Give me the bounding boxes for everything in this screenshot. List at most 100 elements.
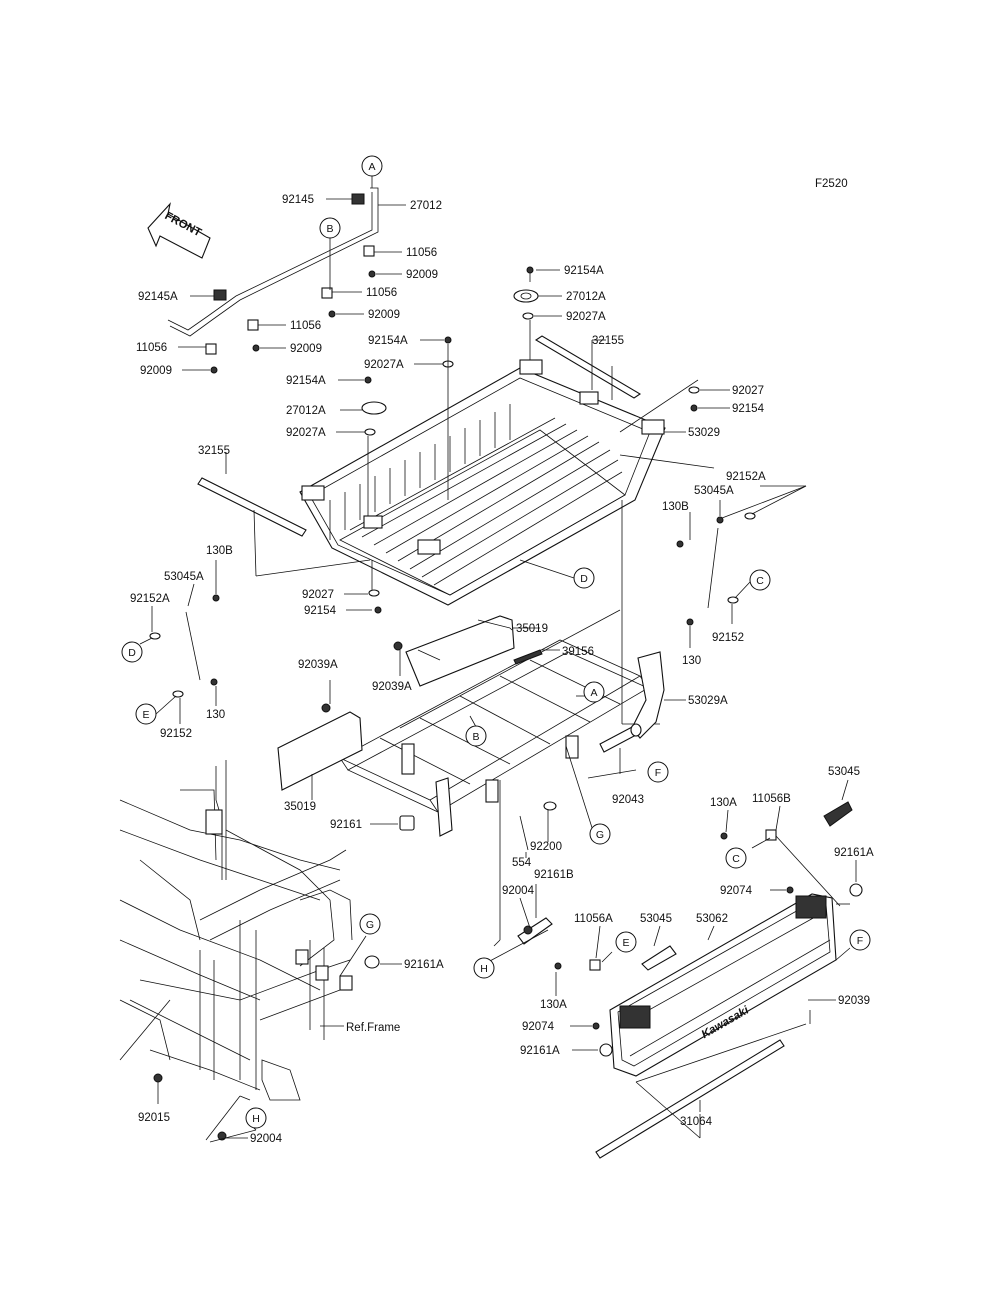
bar-32155-left bbox=[197, 477, 307, 537]
svg-text:E: E bbox=[622, 937, 629, 949]
part-label: 554 bbox=[512, 857, 532, 869]
svg-text:F: F bbox=[857, 935, 863, 947]
leaders-right-strap bbox=[689, 485, 807, 648]
diagram-code: F2520 bbox=[815, 178, 848, 190]
part-label: 130B bbox=[206, 545, 233, 557]
part-label: 92145A bbox=[138, 291, 178, 303]
part-label: 92152 bbox=[160, 728, 192, 740]
callout-A-top: A bbox=[361, 155, 383, 177]
clip-92145A-icon bbox=[213, 289, 227, 301]
callout-B-top: B bbox=[319, 217, 341, 239]
bar-32155-upper bbox=[534, 335, 642, 399]
callout-G-sub: G bbox=[589, 823, 611, 845]
part-label: 130 bbox=[682, 655, 701, 667]
strap-53045A-right bbox=[676, 512, 756, 626]
part-label: 92039A bbox=[372, 681, 412, 693]
part-label: 53029A bbox=[688, 695, 728, 707]
part-label: 92004 bbox=[250, 1133, 283, 1145]
part-label: 92043 bbox=[612, 794, 644, 806]
callout-B-sub: B bbox=[465, 725, 487, 747]
leaders-subframe bbox=[311, 619, 686, 963]
subframe-bed-support bbox=[339, 609, 649, 837]
part-label: 92154A bbox=[286, 375, 326, 387]
fasteners-subframe bbox=[321, 641, 557, 945]
svg-text:H: H bbox=[480, 963, 488, 975]
part-label: 11056 bbox=[366, 287, 397, 299]
svg-text:G: G bbox=[596, 829, 604, 841]
part-label: 92015 bbox=[138, 1112, 170, 1124]
part-label: 92039A bbox=[298, 659, 338, 671]
part-label: 92152 bbox=[712, 632, 744, 644]
part-label: 92154 bbox=[732, 403, 765, 415]
part-label: 130A bbox=[710, 797, 737, 809]
part-label: 92027A bbox=[286, 427, 326, 439]
part-label: 92161A bbox=[834, 847, 874, 859]
part-label: 92027 bbox=[732, 385, 764, 397]
ref-frame-label: Ref.Frame bbox=[346, 1022, 400, 1034]
svg-text:A: A bbox=[590, 687, 597, 699]
part-label: 92161A bbox=[520, 1045, 560, 1057]
vehicle-frame bbox=[119, 760, 380, 1141]
part-label: 32155 bbox=[198, 445, 230, 457]
part-label: 92074 bbox=[720, 885, 753, 897]
part-label: 53029 bbox=[688, 427, 720, 439]
part-label: 53045 bbox=[640, 913, 672, 925]
part-label: 39156 bbox=[562, 646, 594, 658]
svg-text:H: H bbox=[252, 1113, 260, 1125]
part-label: 92027 bbox=[302, 589, 334, 601]
part-label: 27012A bbox=[566, 291, 606, 303]
part-label: 130A bbox=[540, 999, 567, 1011]
part-label: 92152A bbox=[726, 471, 766, 483]
part-label: 11056A bbox=[574, 913, 613, 925]
part-label: 53045 bbox=[828, 766, 860, 778]
callout-C-tailgate: C bbox=[725, 847, 747, 869]
part-label: 35019 bbox=[516, 623, 548, 635]
part-label: 11056 bbox=[406, 247, 437, 259]
svg-text:B: B bbox=[472, 731, 479, 743]
plate-35019-left bbox=[277, 711, 363, 791]
part-label: 92161B bbox=[534, 869, 574, 881]
part-label: 92154 bbox=[304, 605, 337, 617]
part-label: 31064 bbox=[680, 1116, 713, 1128]
part-label: 92009 bbox=[140, 365, 172, 377]
part-label: 32155 bbox=[592, 335, 624, 347]
cargo-bed-53029 bbox=[299, 359, 666, 606]
part-label: 92027A bbox=[566, 311, 606, 323]
leaders-upper-left bbox=[178, 176, 406, 371]
pin-92043 bbox=[599, 723, 642, 753]
leaders-left-strap bbox=[139, 560, 217, 724]
callout-F-tailgate: F bbox=[849, 929, 871, 951]
clip-92145-icon bbox=[351, 193, 365, 205]
svg-text:G: G bbox=[366, 919, 374, 931]
part-label: 53045A bbox=[694, 485, 734, 497]
rod-31064 bbox=[595, 1039, 785, 1159]
part-label: 11056 bbox=[136, 342, 167, 354]
brace-rod-27012 bbox=[167, 187, 379, 337]
part-label: 92009 bbox=[290, 343, 322, 355]
part-label: 92145 bbox=[282, 194, 314, 206]
fasteners-bed bbox=[361, 266, 700, 614]
part-label: 92027A bbox=[364, 359, 404, 371]
rod-39156 bbox=[513, 649, 543, 665]
part-label: 92039 bbox=[838, 995, 870, 1007]
part-label: 11056 bbox=[290, 320, 321, 332]
part-label: 92074 bbox=[522, 1021, 555, 1033]
callout-F-sub: F bbox=[647, 761, 669, 783]
part-label: 92161 bbox=[330, 819, 362, 831]
callout-C-right: C bbox=[749, 569, 771, 591]
part-label: 92161A bbox=[404, 959, 444, 971]
tailgate-fasteners bbox=[554, 801, 863, 1057]
svg-text:D: D bbox=[128, 647, 136, 659]
callout-H-frame: H bbox=[245, 1107, 267, 1129]
part-label: 92004 bbox=[502, 885, 535, 897]
callout-E-tailgate: E bbox=[615, 931, 637, 953]
leaders-frame bbox=[157, 935, 402, 1143]
part-label: 92009 bbox=[406, 269, 438, 281]
part-label: 130B bbox=[662, 501, 689, 513]
svg-text:D: D bbox=[580, 573, 588, 585]
part-label: 53045A bbox=[164, 571, 204, 583]
part-label: 27012A bbox=[286, 405, 326, 417]
svg-text:B: B bbox=[326, 223, 333, 235]
leaders-bed bbox=[225, 269, 730, 725]
